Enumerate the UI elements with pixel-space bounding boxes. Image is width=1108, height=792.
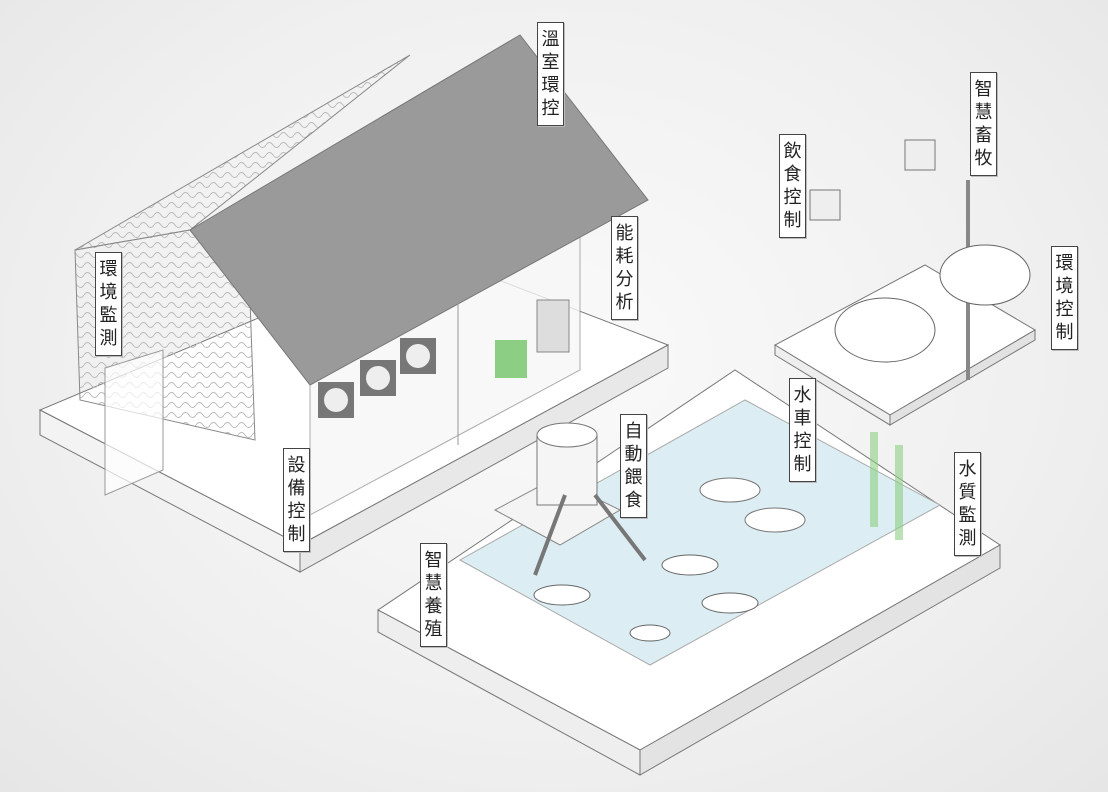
- fish-pond: [377, 369, 1001, 776]
- label-waterwheel-control: 水車控制: [789, 378, 816, 482]
- greenhouse: [38, 34, 670, 573]
- label-energy-analysis: 能耗分析: [611, 216, 638, 320]
- fan-icon: [318, 338, 436, 418]
- label-smart-livestock: 智慧畜牧: [970, 72, 997, 176]
- label-equipment-control: 設備控制: [283, 448, 310, 552]
- label-auto-feeding: 自動餵食: [620, 414, 647, 518]
- label-water-quality: 水質監測: [954, 452, 981, 556]
- fish-icon: [533, 554, 759, 642]
- label-greenhouse-control: 溫室環控: [537, 22, 564, 126]
- label-env-monitoring: 環境監測: [95, 252, 122, 356]
- power-meter-icon: [536, 299, 570, 353]
- label-livestock-env-control: 環境控制: [1051, 246, 1078, 350]
- label-smart-aquaculture: 智慧養殖: [420, 543, 447, 647]
- label-feeding-control: 飲食控制: [779, 134, 806, 238]
- livestock-pen: [773, 139, 1036, 426]
- green-panel-icon: [495, 340, 527, 378]
